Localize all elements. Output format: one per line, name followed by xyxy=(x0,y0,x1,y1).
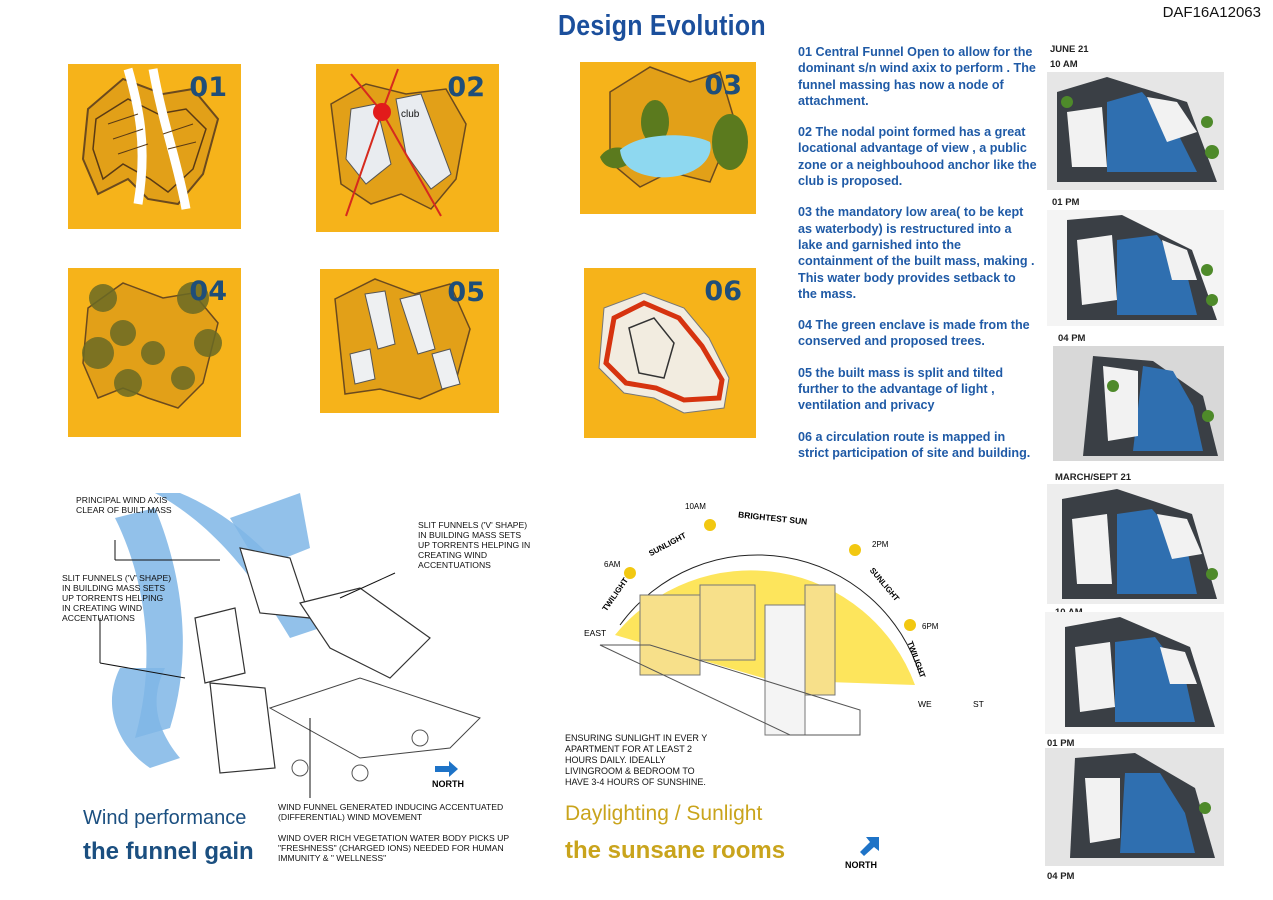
wind-heading: Wind performance xyxy=(83,807,247,829)
note-01: 01 Central Funnel Open to allow for the … xyxy=(798,45,1036,108)
wind-subheading: the funnel gain xyxy=(83,838,254,865)
sun-label-march-4pm: 04 PM xyxy=(1047,871,1075,882)
sun-label-june-1pm: 01 PM xyxy=(1052,197,1080,208)
daylight-diagram xyxy=(599,519,921,736)
west-label-a: WE xyxy=(918,699,932,709)
evolution-panel-03: 03 xyxy=(580,62,756,214)
evolution-panel-04: 04 xyxy=(68,268,241,437)
sketch-01-drawing xyxy=(81,67,220,210)
wind-annot-principal: PRINCIPAL WIND AXIS CLEAR OF BUILT MASS xyxy=(76,495,172,515)
panel-number: 04 xyxy=(189,276,227,307)
sun-label-june: JUNE 21 xyxy=(1050,44,1089,55)
west-label-b: ST xyxy=(973,699,984,709)
daylight-annot: ENSURING SUNLIGHT IN EVER Y APARTMENT FO… xyxy=(565,733,708,787)
panel-number: 06 xyxy=(704,276,742,307)
note-05: 05 the built mass is split and tilted fu… xyxy=(798,365,1004,413)
daylight-north-label: NORTH xyxy=(845,860,877,870)
shadow-plan-june-10am xyxy=(1047,72,1224,190)
shadow-plan-june-4pm xyxy=(1053,346,1224,461)
evolution-panel-01: 01 xyxy=(68,64,241,229)
panel-number: 05 xyxy=(447,277,485,308)
page-title: Design Evolution xyxy=(558,10,766,42)
shadow-plan-march-1pm xyxy=(1045,612,1224,734)
sun-label-march: MARCH/SEPT 21 xyxy=(1055,472,1132,483)
time-6pm: 6PM xyxy=(922,622,939,631)
north-arrow-icon xyxy=(433,760,459,778)
evolution-panel-02: club 02 xyxy=(316,64,499,232)
wind-diagram xyxy=(99,493,481,798)
sketch-06-drawing xyxy=(598,292,730,414)
time-6am: 6AM xyxy=(604,560,621,569)
sketch-03-drawing xyxy=(600,66,748,188)
time-10am: 10AM xyxy=(685,502,706,511)
wind-annot-slit-right: SLIT FUNNELS ('V' SHAPE) IN BUILDING MAS… xyxy=(418,520,531,570)
shadow-plan-march-10am xyxy=(1047,484,1224,604)
shadow-plan-march-4pm xyxy=(1045,748,1224,866)
club-label: club xyxy=(401,109,420,120)
note-04: 04 The green enclave is made from the co… xyxy=(798,318,1030,349)
time-2pm: 2PM xyxy=(872,540,889,549)
panel-number: 01 xyxy=(189,72,227,103)
sketch-05-drawing xyxy=(334,278,471,400)
sun-label-june-10am: 10 AM xyxy=(1050,59,1078,70)
sun-label-march-1pm: 01 PM xyxy=(1047,738,1075,749)
east-label: EAST xyxy=(584,628,607,638)
panel-number: 03 xyxy=(704,70,742,101)
wind-annot-veg: WIND OVER RICH VEGETATION WATER BODY PIC… xyxy=(278,833,509,863)
daylight-heading: Daylighting / Sunlight xyxy=(565,802,763,825)
sun-label-june-4pm: 04 PM xyxy=(1058,333,1086,344)
shadow-plan-june-1pm xyxy=(1047,210,1224,326)
sketch-02-drawing xyxy=(330,68,467,217)
panel-number: 02 xyxy=(447,72,485,103)
sketch-04-drawing xyxy=(82,282,222,409)
note-02: 02 The nodal point formed has a great lo… xyxy=(798,125,1037,189)
note-06: 06 a circulation route is mapped in stri… xyxy=(798,429,1031,460)
wind-north-label: NORTH xyxy=(432,779,464,789)
evolution-panel-05: 05 xyxy=(320,269,499,413)
daylight-subheading: the sunsane rooms xyxy=(565,837,786,864)
note-03: 03 the mandatory low area( to be kept as… xyxy=(798,205,1035,301)
sheet-code: DAF16A12063 xyxy=(1162,4,1261,21)
evolution-panel-06: 06 xyxy=(584,268,756,438)
wind-annot-slit-left: SLIT FUNNELS ('V' SHAPE) IN BUILDING MAS… xyxy=(62,573,172,623)
design-notes: 01 Central Funnel Open to allow for the … xyxy=(798,44,1038,476)
north-arrow-icon xyxy=(858,834,882,858)
wind-annot-funnel: WIND FUNNEL GENERATED INDUCING ACCENTUAT… xyxy=(278,802,504,822)
